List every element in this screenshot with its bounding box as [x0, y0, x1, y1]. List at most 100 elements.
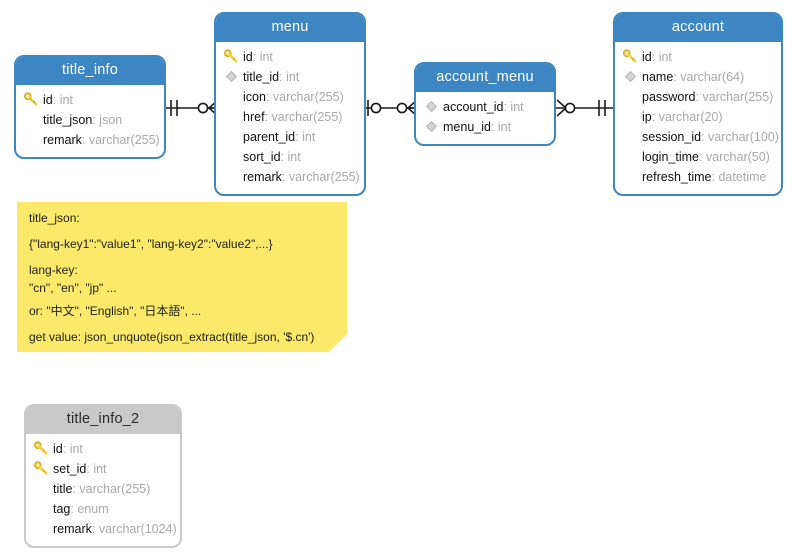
entity-account[interactable]: account id: int — [613, 12, 783, 196]
field-type: varchar(255) — [702, 89, 774, 104]
no-key-icon — [33, 520, 50, 537]
field-title_info-id[interactable]: id: int — [16, 90, 164, 110]
no-key-icon — [223, 148, 240, 165]
field-account_menu-menu_id[interactable]: menu_id: int — [416, 117, 554, 137]
field-type: varchar(50) — [705, 149, 770, 164]
field-type: int — [302, 129, 316, 144]
field-menu-remark[interactable]: remark: varchar(255) — [216, 167, 364, 187]
entity-account_menu[interactable]: account_menu account_id: int menu_id: in… — [414, 62, 556, 146]
field-type: int — [287, 149, 301, 164]
field-type: varchar(100) — [708, 129, 779, 144]
relationship-account_menu-account[interactable] — [556, 96, 616, 120]
field-account-refresh_time[interactable]: refresh_time: datetime — [615, 167, 781, 187]
field-name: href — [243, 109, 265, 124]
no-key-icon — [622, 88, 639, 105]
foreign-key-icon — [622, 68, 639, 85]
field-account-login_time[interactable]: login_time: varchar(50) — [615, 147, 781, 167]
primary-key-icon — [622, 48, 639, 65]
field-account-name[interactable]: name: varchar(64) — [615, 67, 781, 87]
relationship-title_info-menu[interactable] — [160, 96, 220, 120]
note-line: {"lang-key1":"value1", "lang-key2":"valu… — [29, 237, 273, 251]
field-menu-icon[interactable]: icon: varchar(255) — [216, 87, 364, 107]
field-type: int — [259, 49, 273, 64]
field-menu-sort_id[interactable]: sort_id: int — [216, 147, 364, 167]
note-body: title_json: {"lang-key1":"value1", "lang… — [17, 202, 347, 349]
field-name: menu_id — [443, 119, 491, 134]
field-menu-href[interactable]: href: varchar(255) — [216, 107, 364, 127]
field-account-session_id[interactable]: session_id: varchar(100) — [615, 127, 781, 147]
primary-key-icon — [223, 48, 240, 65]
field-type: datetime — [718, 169, 767, 184]
field-type: varchar(20) — [658, 109, 723, 124]
no-key-icon — [223, 108, 240, 125]
field-title_info_2-title[interactable]: title: varchar(255) — [26, 479, 180, 499]
relationship-menu-account_menu[interactable] — [362, 96, 418, 120]
no-key-icon — [223, 128, 240, 145]
entity-menu-fields: id: int title_id: int icon: varchar(255)… — [216, 42, 364, 194]
field-name: tag — [53, 501, 71, 516]
field-name: password — [642, 89, 696, 104]
field-type: int — [286, 69, 300, 84]
field-type: varchar(64) — [680, 69, 745, 84]
field-type: varchar(255) — [288, 169, 360, 184]
field-account-ip[interactable]: ip: varchar(20) — [615, 107, 781, 127]
primary-key-icon — [33, 440, 50, 457]
no-key-icon — [622, 148, 639, 165]
field-type: varchar(1024) — [98, 521, 177, 536]
field-title_info-remark[interactable]: remark: varchar(255) — [16, 130, 164, 150]
note-line: title_json: — [29, 211, 80, 225]
field-name: id — [243, 49, 253, 64]
field-title_info-title_json[interactable]: title_json: json — [16, 110, 164, 130]
field-title_info_2-set_id[interactable]: set_id: int — [26, 459, 180, 479]
field-name: title_id — [243, 69, 280, 84]
field-type: int — [59, 92, 73, 107]
field-name: ip — [642, 109, 652, 124]
field-title_info_2-remark[interactable]: remark: varchar(1024) — [26, 519, 180, 539]
entity-menu[interactable]: menu id: int — [214, 12, 366, 196]
field-name: id — [642, 49, 652, 64]
field-title_info_2-tag[interactable]: tag: enum — [26, 499, 180, 519]
field-type: varchar(255) — [271, 109, 343, 124]
no-key-icon — [23, 131, 40, 148]
entity-title_info_2-header: title_info_2 — [26, 406, 180, 434]
entity-title_info[interactable]: title_info id: int title_json: json — [14, 55, 166, 159]
field-type: varchar(255) — [272, 89, 344, 104]
note-line: or: "中文", "English", "日本語", ... — [29, 304, 202, 318]
no-key-icon — [622, 108, 639, 125]
entity-menu-header: menu — [216, 14, 364, 42]
no-key-icon — [23, 111, 40, 128]
entity-account_menu-fields: account_id: int menu_id: int — [416, 92, 554, 144]
field-type: int — [497, 119, 512, 134]
field-menu-title_id[interactable]: title_id: int — [216, 67, 364, 87]
field-title_info_2-id[interactable]: id: int — [26, 439, 180, 459]
field-name: parent_id — [243, 129, 296, 144]
field-account-id[interactable]: id: int — [615, 47, 781, 67]
field-type: int — [69, 441, 83, 456]
field-type: int — [93, 461, 107, 476]
no-key-icon — [622, 128, 639, 145]
field-name: remark — [43, 132, 82, 147]
field-name: login_time — [642, 149, 699, 164]
foreign-key-icon — [223, 68, 240, 85]
foreign-key-icon — [423, 118, 440, 135]
field-menu-id[interactable]: id: int — [216, 47, 364, 67]
note-title-json[interactable]: title_json: {"lang-key1":"value1", "lang… — [17, 202, 347, 352]
field-name: id — [43, 92, 53, 107]
field-menu-parent_id[interactable]: parent_id: int — [216, 127, 364, 147]
field-name: remark — [243, 169, 282, 184]
field-name: icon — [243, 89, 266, 104]
field-name: sort_id — [243, 149, 281, 164]
field-type: int — [510, 99, 524, 114]
note-fold-corner-icon — [329, 334, 347, 352]
entity-account-fields: id: int name: varchar(64) password: varc… — [615, 42, 781, 194]
field-account-password[interactable]: password: varchar(255) — [615, 87, 781, 107]
note-line: lang-key: — [29, 263, 78, 277]
no-key-icon — [223, 168, 240, 185]
no-key-icon — [33, 500, 50, 517]
note-line: "cn", "en", "jp" ... — [29, 281, 117, 295]
entity-title_info-fields: id: int title_json: json remark: varchar… — [16, 85, 164, 157]
field-account_menu-account_id[interactable]: account_id: int — [416, 97, 554, 117]
no-key-icon — [622, 168, 639, 185]
field-name: account_id — [443, 99, 504, 114]
entity-title_info_2[interactable]: title_info_2 id: int — [24, 404, 182, 548]
